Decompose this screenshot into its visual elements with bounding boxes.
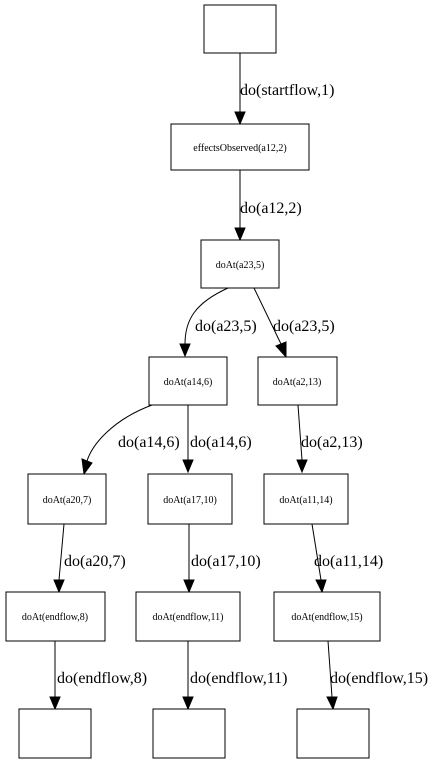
node-label-doat-a14: doAt(a14,6) xyxy=(164,377,213,388)
node-doat-a2: doAt(a2,13) xyxy=(257,356,338,406)
edge-label-a23-left: do(a23,5) xyxy=(195,318,257,335)
node-doat-endflow-11: doAt(endflow,11) xyxy=(135,591,241,642)
node-doat-a17: doAt(a17,10) xyxy=(147,473,233,525)
node-label-endflow-15: doAt(endflow,15) xyxy=(291,612,362,623)
edge-a20-to-end8: do(a20,7) xyxy=(53,523,126,594)
edge-a11-to-end15: do(a11,14) xyxy=(311,523,383,594)
node-label-doat-a20: doAt(a20,7) xyxy=(43,495,92,506)
edge-end15-to-sink3: do(endflow,15) xyxy=(326,640,428,711)
end-node-3 xyxy=(296,708,370,759)
end-node-1 xyxy=(18,708,92,759)
node-doat-a23: doAt(a23,5) xyxy=(200,239,280,289)
node-doat-a20: doAt(a20,7) xyxy=(27,473,107,525)
edge-label-a12: do(a12,2) xyxy=(240,200,302,217)
edge-a23-to-a2: do(a23,5) xyxy=(253,287,335,359)
edge-label-a20: do(a20,7) xyxy=(64,553,126,570)
node-label-doat-a11: doAt(a11,14) xyxy=(279,495,332,506)
node-label-endflow-8: doAt(endflow,8) xyxy=(22,612,88,623)
edge-a23-to-a14: do(a23,5) xyxy=(179,287,257,358)
edge-label-a14-left: do(a14,6) xyxy=(118,434,180,451)
node-doat-a11: doAt(a11,14) xyxy=(263,473,349,525)
node-label-endflow-11: doAt(endflow,11) xyxy=(153,612,224,623)
edge-start-to-effects: do(startflow,1) xyxy=(234,53,335,126)
end-node-2 xyxy=(152,708,226,759)
edge-a2-to-a11: do(a2,13) xyxy=(296,404,363,474)
edge-label-start: do(startflow,1) xyxy=(240,82,335,99)
edge-label-end11: do(endflow,11) xyxy=(190,670,287,687)
start-node xyxy=(203,4,277,54)
edge-effects-to-a23: do(a12,2) xyxy=(234,170,302,242)
node-label-doat-a17: doAt(a17,10) xyxy=(163,495,217,506)
edge-label-a14-right: do(a14,6) xyxy=(190,434,252,451)
edge-label-end8: do(endflow,8) xyxy=(57,670,147,687)
edge-a14-to-a17: do(a14,6) xyxy=(182,405,252,474)
edge-end11-to-sink2: do(endflow,11) xyxy=(182,641,287,711)
edge-label-a11: do(a11,14) xyxy=(314,553,383,570)
edge-a14-to-a20: do(a14,6) xyxy=(81,404,180,476)
node-label-doat-a2: doAt(a2,13) xyxy=(273,377,322,388)
edge-label-a17: do(a17,10) xyxy=(191,553,261,570)
node-doat-a14: doAt(a14,6) xyxy=(148,356,228,406)
edge-a17-to-end11: do(a17,10) xyxy=(183,524,261,594)
edge-label-a23-right: do(a23,5) xyxy=(273,318,335,335)
node-doat-endflow-15: doAt(endflow,15) xyxy=(273,591,381,642)
node-effects-observed: effectsObserved(a12,2) xyxy=(170,123,310,171)
edge-label-a2: do(a2,13) xyxy=(301,434,363,451)
edge-end8-to-sink1: do(endflow,8) xyxy=(49,641,147,711)
node-doat-endflow-8: doAt(endflow,8) xyxy=(5,591,106,642)
node-label-effects-observed: effectsObserved(a12,2) xyxy=(193,143,286,154)
edge-label-end15: do(endflow,15) xyxy=(330,670,428,687)
node-label-doat-a23: doAt(a23,5) xyxy=(216,260,265,271)
